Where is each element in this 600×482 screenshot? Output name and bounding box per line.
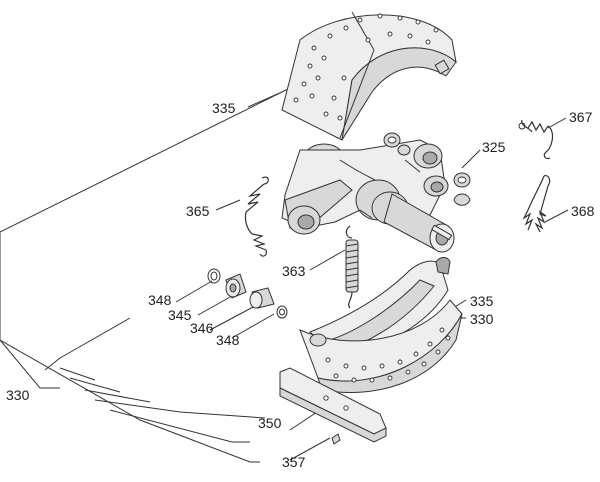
label-348-a: 348 bbox=[148, 292, 172, 308]
brake-shoe-lower bbox=[299, 257, 463, 394]
label-346: 346 bbox=[190, 320, 214, 336]
spring-367 bbox=[518, 119, 554, 160]
spring-365 bbox=[244, 176, 269, 257]
label-367: 367 bbox=[569, 109, 593, 125]
pin-357 bbox=[331, 433, 341, 445]
part-labels: 335 367 325 365 368 363 348 345 346 348 … bbox=[6, 100, 595, 470]
shoe-rivet-holes bbox=[325, 327, 451, 383]
spider-assembly bbox=[281, 132, 455, 253]
label-350: 350 bbox=[258, 415, 282, 431]
spring-363 bbox=[345, 225, 359, 309]
label-330-left: 330 bbox=[6, 387, 30, 403]
label-357: 357 bbox=[282, 454, 306, 470]
label-330-right: 330 bbox=[470, 311, 494, 327]
label-365: 365 bbox=[186, 203, 210, 219]
brake-lining-top bbox=[281, 11, 457, 141]
part-325-washers bbox=[453, 172, 471, 206]
label-348-b: 348 bbox=[216, 332, 240, 348]
plate-350 bbox=[279, 367, 387, 443]
label-345: 345 bbox=[168, 307, 192, 323]
label-335-right: 335 bbox=[470, 293, 494, 309]
lining-rivet-holes bbox=[293, 13, 439, 121]
label-335-top: 335 bbox=[212, 100, 236, 116]
label-368: 368 bbox=[571, 203, 595, 219]
spring-368 bbox=[522, 175, 551, 233]
label-363: 363 bbox=[282, 263, 306, 279]
roller-parts bbox=[207, 268, 288, 319]
label-325: 325 bbox=[482, 139, 506, 155]
